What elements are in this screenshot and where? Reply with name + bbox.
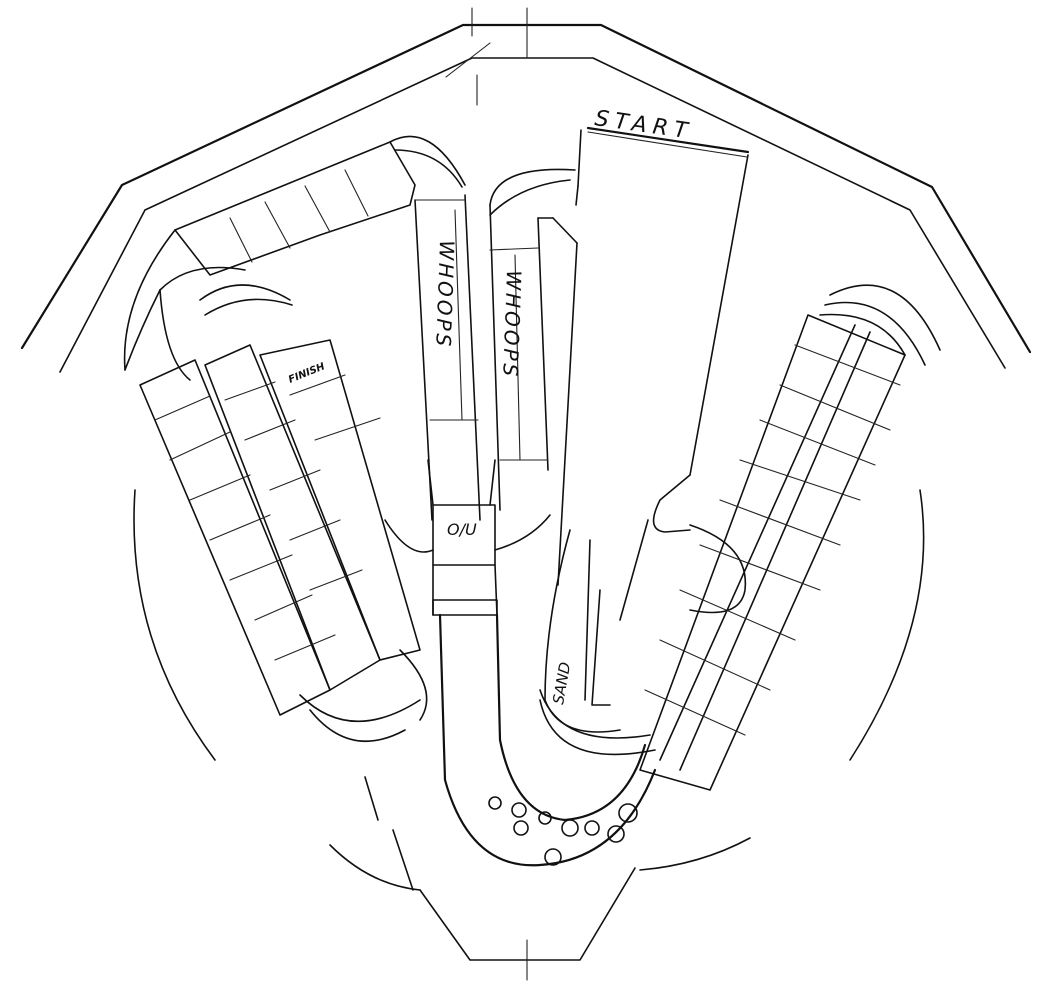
outer-boundary <box>20 7 1032 981</box>
over-under-label: O/U <box>447 520 477 539</box>
rhythm-section-left-upper <box>123 135 466 371</box>
rhythm-section-right <box>639 284 941 791</box>
finish-label: FINISH <box>287 361 327 386</box>
whoops-section-1: WHOOPS <box>414 194 481 521</box>
rhythm-section-left-lower: FINISH <box>124 266 428 743</box>
sand-label: SAND <box>549 661 574 706</box>
whoops-section-2: WHOOPS <box>489 168 578 586</box>
whoops-label-2: WHOOPS <box>498 270 526 380</box>
sand-section: SAND <box>539 529 656 756</box>
start-label: START <box>593 106 695 145</box>
start-straight <box>575 126 750 621</box>
whoops-label-1: WHOOPS <box>431 240 459 350</box>
over-under-bridge: O/U <box>384 459 551 616</box>
rock-garden <box>488 796 638 866</box>
u-turn <box>438 613 657 867</box>
